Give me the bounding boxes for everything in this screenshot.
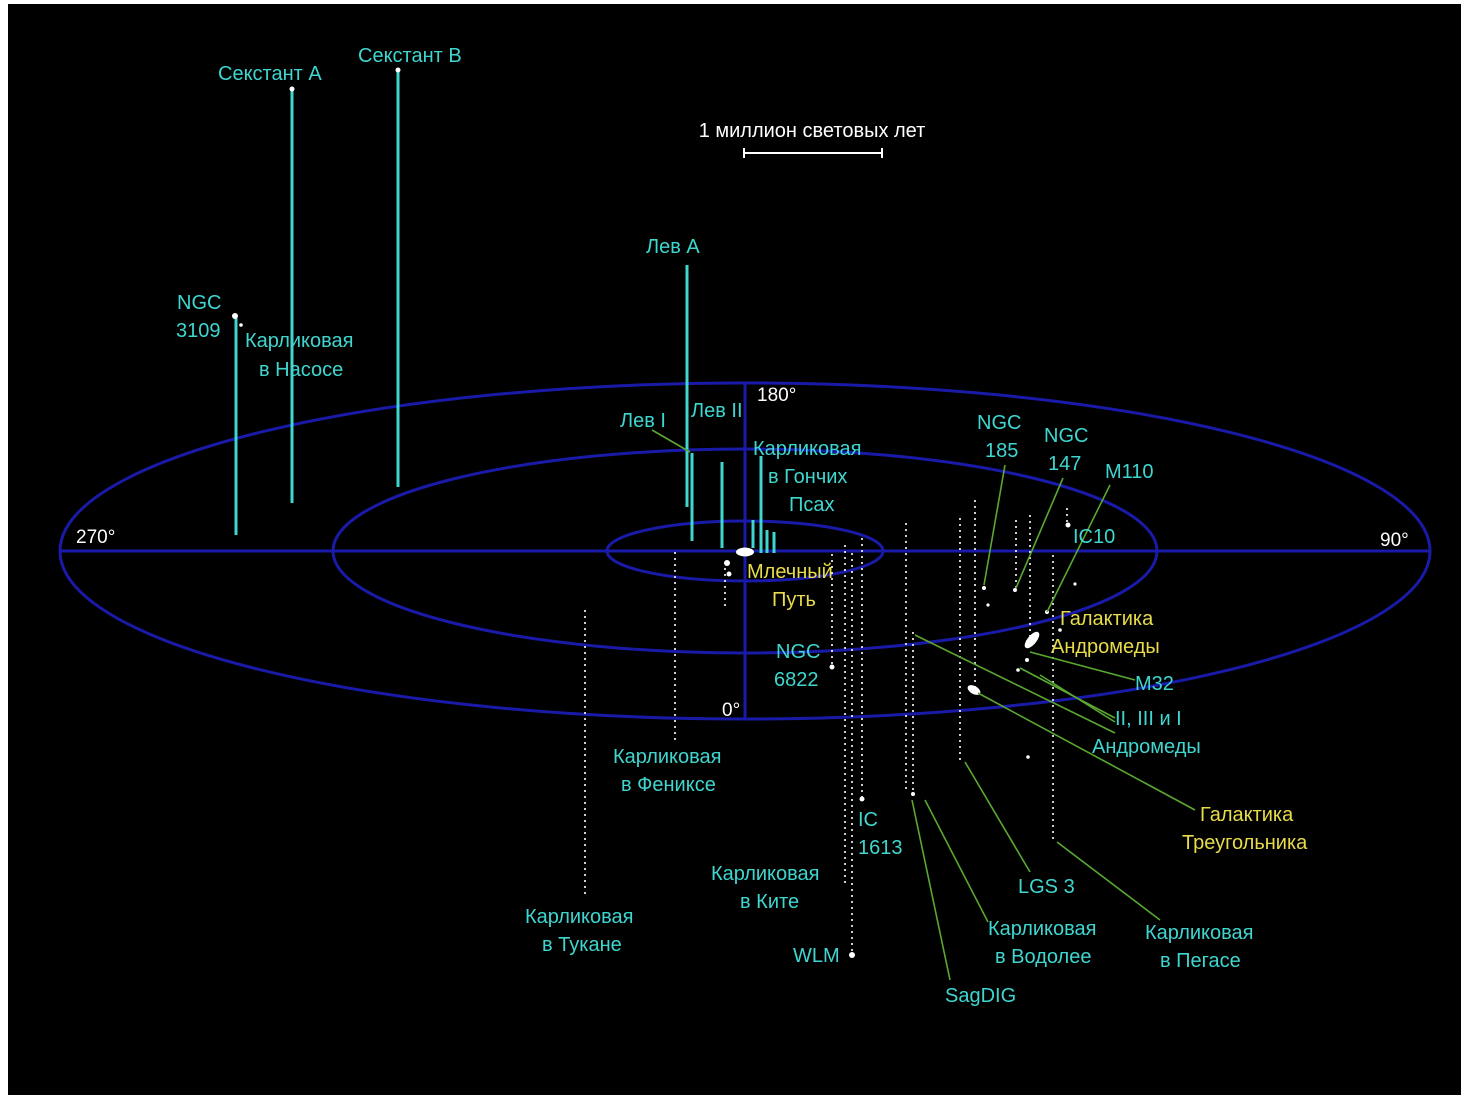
marker-andsat-1 <box>1016 668 1020 672</box>
label-ngc147-line1: NGC <box>1044 425 1088 447</box>
marker-ic10 <box>1065 522 1071 528</box>
marker-misc-2 <box>1073 582 1077 586</box>
marker-ngc6822 <box>829 664 835 670</box>
label-triangulum-line2: Треугольника <box>1182 832 1308 854</box>
label-cetus-line2: в Ките <box>740 891 799 913</box>
label-phoenix-line2: в Фениксе <box>621 774 716 796</box>
leader-pegasus <box>1056 841 1161 921</box>
marker-m32 <box>1025 658 1029 662</box>
solid-stems <box>234 71 776 553</box>
scale-bar-label: 1 миллион световых лет <box>699 120 926 142</box>
marker-antlia <box>239 323 243 327</box>
marker-milky-sat-1 <box>724 560 730 566</box>
label-lgs3: LGS 3 <box>1018 876 1075 898</box>
galaxy-labels: Секстант А Секстант В Лев А NGC 3109 Кар… <box>176 45 1308 1007</box>
marker-ic1613 <box>859 796 865 802</box>
label-pegasus-line2: в Пегасе <box>1160 950 1241 972</box>
leader-m32 <box>1029 651 1136 681</box>
label-antlia-line1: Карликовая <box>245 330 354 352</box>
degree-label-180: 180° <box>757 385 796 406</box>
label-wlm: WLM <box>793 945 840 967</box>
marker-andsat-2 <box>1058 628 1062 632</box>
label-canes-line3: Псах <box>789 494 835 516</box>
label-milky-way-line1: Млечный <box>747 561 833 583</box>
label-aquarius-line1: Карликовая <box>988 918 1097 940</box>
dotted-stems <box>584 500 1068 954</box>
marker-sextans-b <box>395 67 401 73</box>
label-tucana-line2: в Тукане <box>542 934 622 956</box>
leader-ngc185 <box>983 464 1006 586</box>
label-antlia-line2: в Насосе <box>259 359 343 381</box>
leader-triangulum <box>977 692 1196 811</box>
label-triangulum-line1: Галактика <box>1200 804 1294 826</box>
label-ngc6822-line2: 6822 <box>774 669 819 691</box>
label-cetus-line1: Карликовая <box>711 863 820 885</box>
label-sextans-b: Секстант В <box>358 45 462 67</box>
marker-misc-1 <box>986 603 990 607</box>
leader-sagdig <box>911 799 951 981</box>
marker-ngc3109 <box>232 313 238 319</box>
leader-andsat-b <box>1039 674 1116 723</box>
leader-andromeda-tri <box>914 634 1116 734</box>
galaxy-markers <box>232 67 1077 958</box>
leader-leo-i <box>651 429 691 453</box>
label-canes-line2: в Гончих <box>768 466 847 488</box>
label-andromeda-line2: Андромеды <box>1051 636 1160 658</box>
label-leo-i: Лев I <box>620 410 666 432</box>
label-ngc185-line2: 185 <box>985 440 1018 462</box>
leader-lgs3 <box>964 761 1031 873</box>
leader-lines <box>651 429 1196 981</box>
label-m110: M110 <box>1105 461 1154 483</box>
marker-andromeda <box>1024 631 1040 649</box>
leader-aquarius <box>924 799 989 923</box>
label-andromeda-line1: Галактика <box>1060 608 1154 630</box>
label-ic10: IC10 <box>1073 526 1115 548</box>
label-phoenix-line1: Карликовая <box>613 746 722 768</box>
label-aquarius-line2: в Водолее <box>995 946 1091 968</box>
degree-label-90: 90° <box>1380 530 1409 551</box>
label-leo-a: Лев А <box>646 236 700 258</box>
label-ngc185-line1: NGC <box>977 412 1021 434</box>
degree-label-0: 0° <box>722 700 740 721</box>
label-leo-ii: Лев II <box>691 400 743 422</box>
label-m32: M32 <box>1135 673 1174 695</box>
marker-milky-sat-2 <box>726 571 732 577</box>
label-ngc6822-line1: NGC <box>776 641 820 663</box>
label-tucana-line1: Карликовая <box>525 906 634 928</box>
marker-triangulum <box>967 685 981 695</box>
marker-ngc185 <box>982 586 986 590</box>
label-ic1613-line1: IC <box>858 809 878 831</box>
marker-sextans-a <box>289 86 295 92</box>
scale-bar: 1 миллион световых лет <box>699 120 926 158</box>
label-canes-line1: Карликовая <box>753 438 862 460</box>
marker-sagdig <box>911 792 915 796</box>
label-ngc147-line2: 147 <box>1048 453 1081 475</box>
marker-lgs3 <box>1026 755 1030 759</box>
label-milky-way-line2: Путь <box>772 589 816 611</box>
label-sextans-a: Секстант А <box>218 63 322 85</box>
degree-label-270: 270° <box>76 527 115 548</box>
label-andromeda-sats-line1: II, III и I <box>1115 708 1182 730</box>
leader-ngc147 <box>1015 477 1064 589</box>
marker-ngc147 <box>1013 588 1017 592</box>
leader-m110 <box>1046 484 1111 613</box>
label-ngc3109-line2: 3109 <box>176 320 221 342</box>
marker-milky-way <box>736 547 754 557</box>
label-ic1613-line2: 1613 <box>858 837 903 859</box>
label-ngc3109-line1: NGC <box>177 292 221 314</box>
marker-wlm <box>849 952 855 958</box>
label-pegasus-line1: Карликовая <box>1145 922 1254 944</box>
label-andromeda-sats-line2: Андромеды <box>1092 736 1201 758</box>
label-sagdig: SagDIG <box>945 985 1016 1007</box>
